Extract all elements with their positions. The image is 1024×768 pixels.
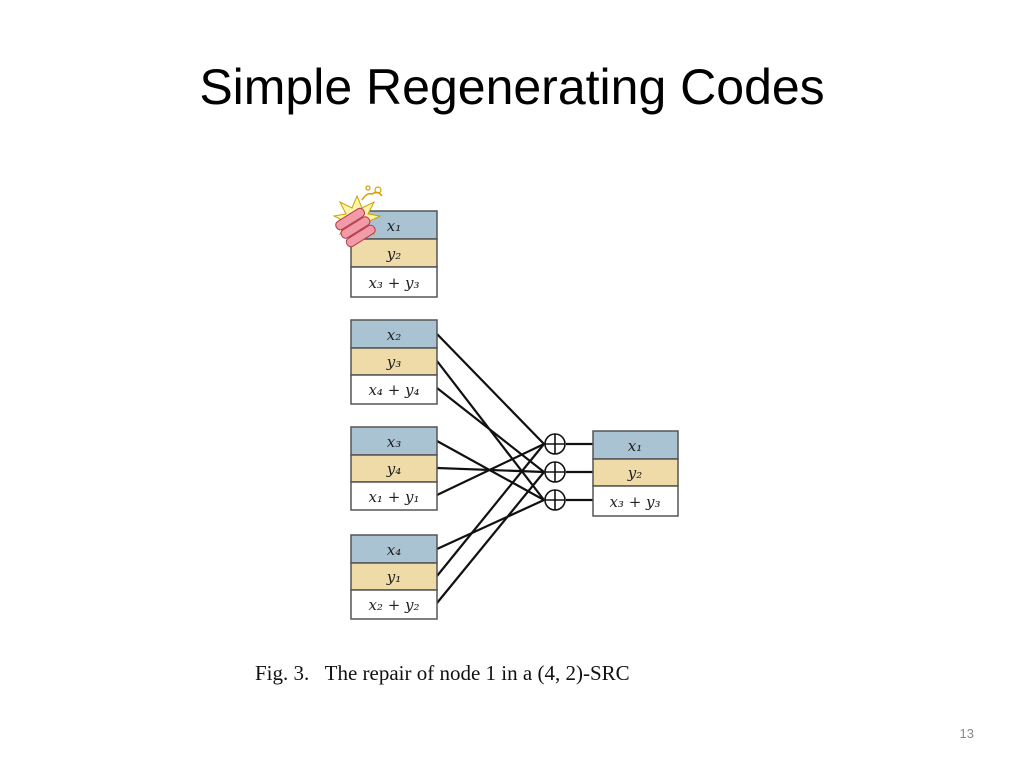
node-2-cell-2-label: y₃ xyxy=(386,353,402,371)
node-cell-sum xyxy=(350,481,438,511)
node-1-cell-1-label: x₁ xyxy=(387,217,401,235)
repaired-cell-2-label: y₂ xyxy=(627,464,643,482)
node-cell-y xyxy=(350,562,438,591)
node-3-cell-3-label: x₁ + y₁ xyxy=(368,488,419,506)
repaired-cell-3-label: x₃ + y₃ xyxy=(609,493,660,511)
node-4-cell-1-label: x₄ xyxy=(387,541,401,559)
node-1-cell-3-label: x₃ + y₃ xyxy=(368,274,419,292)
line-x2-to-xor-1 xyxy=(436,333,545,445)
node-cell-sum xyxy=(350,266,438,298)
xor-gate-icon xyxy=(544,461,566,483)
node-2-cell-3-label: x₄ + y₄ xyxy=(368,381,419,399)
storage-node-4: x₄ y₁ x₂ + y₂ xyxy=(350,534,438,620)
node-cell-x xyxy=(350,534,438,564)
line-x4y4-to-xor-2 xyxy=(436,387,545,473)
xor-gate-icon xyxy=(544,489,566,511)
storage-node-3: x₃ y₄ x₁ + y₁ xyxy=(350,426,438,511)
explosion-icon xyxy=(332,185,383,248)
node-2-cell-1-label: x₂ xyxy=(387,326,401,344)
figure-caption: Fig. 3. The repair of node 1 in a (4, 2)… xyxy=(255,661,630,685)
node-cell-sum xyxy=(350,589,438,620)
node-cell-y xyxy=(592,458,679,487)
node-cell-y xyxy=(350,454,438,483)
node-cell-sum xyxy=(350,374,438,405)
storage-node-2: x₂ y₃ x₄ + y₄ xyxy=(350,319,438,405)
node-cell-x xyxy=(350,426,438,456)
line-x1y1-to-xor-1 xyxy=(436,443,545,496)
line-x4-to-xor-3 xyxy=(436,498,545,551)
slide-title: Simple Regenerating Codes xyxy=(199,59,825,115)
line-y1-to-xor-1 xyxy=(436,443,545,577)
storage-node-1: x₁ y₂ x₃ + y₃ xyxy=(350,210,438,298)
xor-gate-icon xyxy=(544,433,566,455)
node-cell-x xyxy=(350,319,438,349)
page-number: 13 xyxy=(959,726,974,741)
node-cell-y xyxy=(350,238,438,268)
node-4-cell-3-label: x₂ + y₂ xyxy=(368,596,419,614)
line-x2y2-to-xor-2 xyxy=(436,471,545,604)
repaired-cell-1-label: x₁ xyxy=(628,437,642,455)
node-1-cell-2-label: y₂ xyxy=(386,245,402,263)
repaired-node-1: x₁ y₂ x₃ + y₃ xyxy=(592,430,679,517)
node-4-cell-2-label: y₁ xyxy=(386,568,402,586)
connection-lines xyxy=(436,333,593,604)
xor-gates xyxy=(544,433,566,511)
node-cell-x xyxy=(592,430,679,460)
node-3-cell-1-label: x₃ xyxy=(387,433,401,451)
node-3-cell-2-label: y₄ xyxy=(386,460,402,478)
node-cell-sum xyxy=(592,485,679,517)
